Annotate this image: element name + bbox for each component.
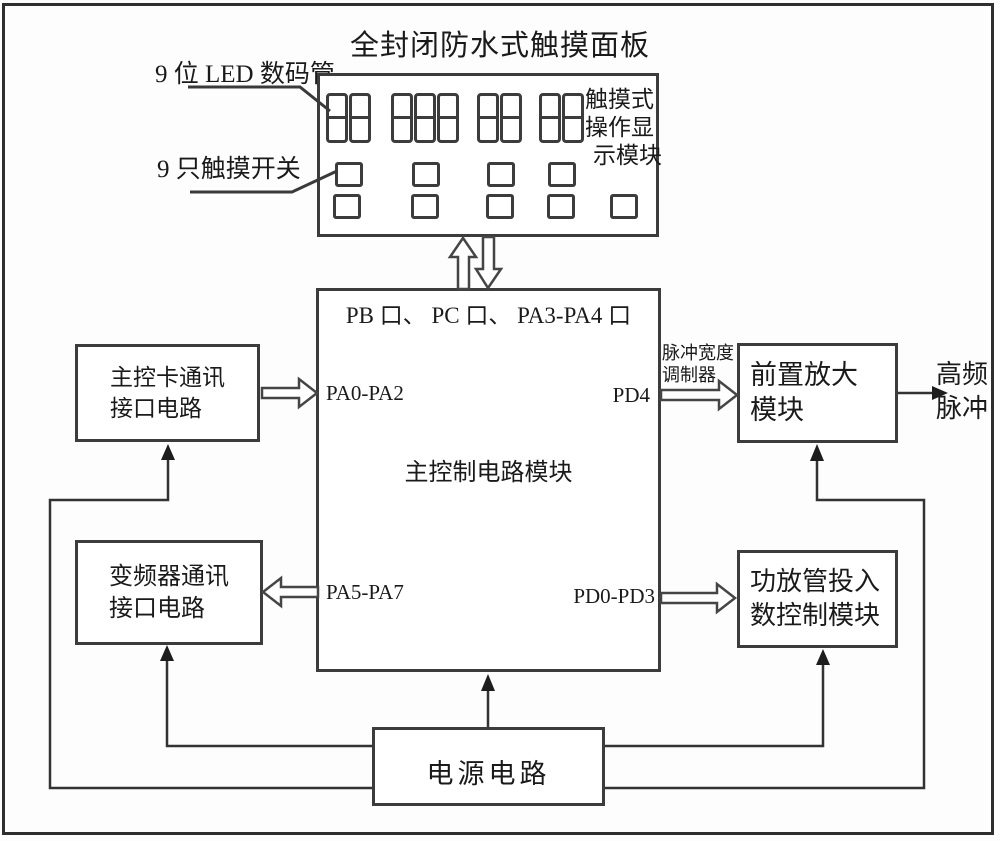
display-module-label: 触摸式 操作显 示模块: [585, 87, 662, 168]
led-digit: [437, 93, 459, 143]
hf-pulse-output-label: 高频 脉冲: [936, 360, 989, 423]
led-digit-midline: [502, 116, 520, 119]
outer-frame: [2, 3, 994, 835]
touch-switch: [412, 162, 440, 187]
touch-switch: [547, 194, 575, 219]
touch-switch: [548, 162, 576, 187]
inverter-interface-box: 变频器通讯 接口电路: [75, 540, 263, 645]
port-pd0-pd3-label: PD0-PD3: [573, 584, 655, 608]
master-card-interface-box: 主控卡通讯 接口电路: [75, 344, 260, 442]
touch-switch: [610, 194, 638, 219]
port-pa0-pa2-label: PA0-PA2: [326, 381, 404, 405]
touch-switch: [333, 194, 361, 219]
led-digit-midline: [541, 116, 559, 119]
led-digit-midline: [416, 116, 434, 119]
power-circuit-box: 电源电路: [372, 727, 605, 806]
pwm-modulator-label: 脉冲宽度 调制器: [662, 343, 734, 385]
preamp-module-box: 前置放大 模块: [737, 343, 898, 443]
touch-switch: [486, 194, 514, 219]
preamp-module-label: 前置放大 模块: [750, 360, 858, 425]
led-digit-midline: [351, 116, 369, 119]
switch-callout-label: 9 只触摸开关: [157, 156, 301, 183]
touch-switch: [487, 162, 515, 187]
led-digit: [349, 93, 371, 143]
port-pd4-label: PD4: [612, 383, 650, 407]
led-digit-midline: [564, 116, 582, 119]
page-title: 全封闭防水式触摸面板: [349, 30, 650, 62]
led-digit: [326, 93, 348, 143]
main-center-label: 主控制电路模块: [404, 460, 573, 486]
led-digit: [477, 93, 499, 143]
led-digit: [391, 93, 413, 143]
inverter-interface-label: 变频器通讯 接口电路: [109, 564, 229, 622]
led-digit-midline: [393, 116, 411, 119]
led-digit: [500, 93, 522, 143]
master-card-interface-label: 主控卡通讯 接口电路: [110, 365, 225, 421]
touch-switch: [335, 162, 363, 187]
amp-count-control-label: 功放管投入 数控制模块: [750, 567, 881, 630]
led-digit: [562, 93, 584, 143]
led-digit-midline: [479, 116, 497, 119]
main-top-ports-label: PB 口、 PC 口、 PA3-PA4 口: [345, 303, 632, 328]
main-control-box: [316, 288, 661, 672]
port-pa5-pa7-label: PA5-PA7: [326, 580, 404, 604]
touch-switch: [411, 194, 439, 219]
led-callout-label: 9 位 LED 数码管: [155, 61, 335, 88]
led-digit: [414, 93, 436, 143]
power-circuit-label: 电源电路: [426, 759, 551, 789]
led-digit-midline: [328, 116, 346, 119]
led-digit: [539, 93, 561, 143]
amp-count-control-box: 功放管投入 数控制模块: [737, 550, 898, 648]
led-digit-midline: [439, 116, 457, 119]
